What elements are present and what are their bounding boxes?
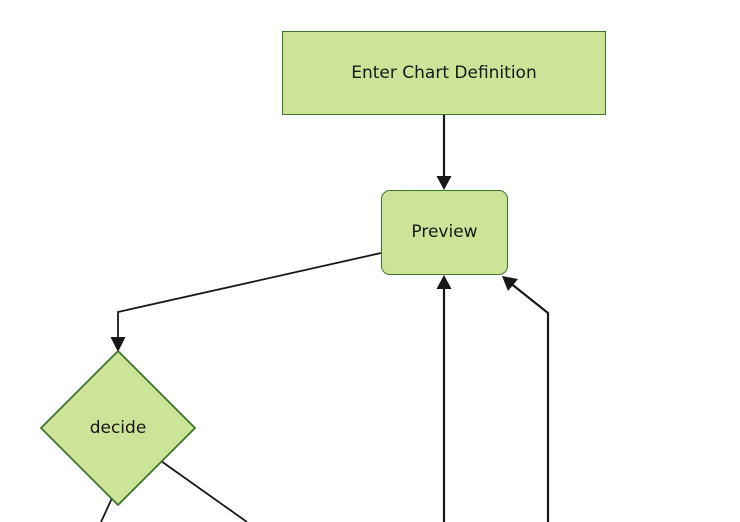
edge-enter-to-preview [436, 115, 452, 190]
edge-return-right-to-preview [502, 276, 550, 522]
node-decide-shape[interactable] [39, 349, 197, 507]
node-enter-chart-definition[interactable] [282, 31, 606, 115]
edge-decide-branch-left [100, 495, 114, 522]
node-preview[interactable] [381, 190, 508, 275]
edge-preview-to-decide [110, 252, 382, 352]
edge-return-center-to-preview [436, 275, 452, 522]
edge-decide-branch-right [160, 460, 248, 522]
